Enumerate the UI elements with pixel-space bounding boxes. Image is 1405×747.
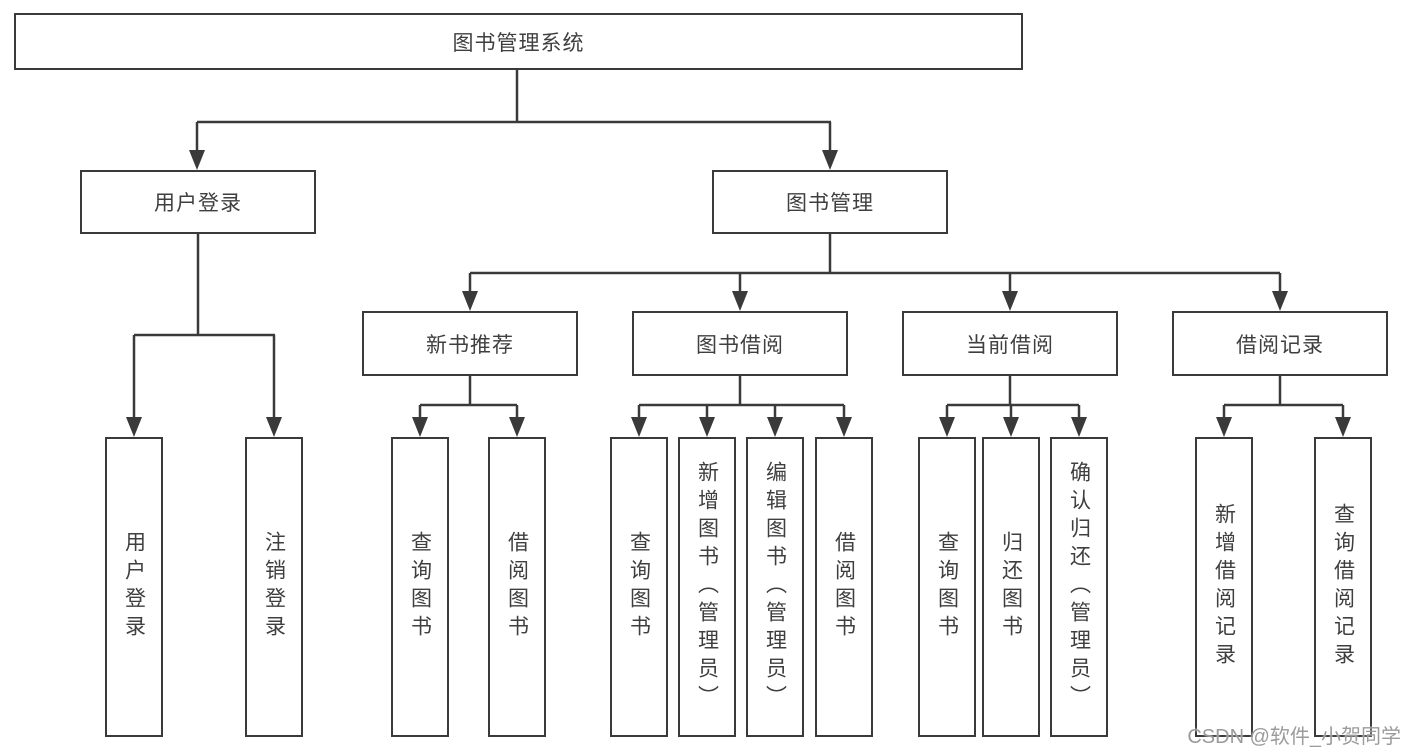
leaf-confirm-return-admin: 确认归还（管理员） [1050,437,1108,737]
node-book-mgmt: 图书管理 [712,170,948,234]
leaf-borrow-books-2: 借阅图书 [815,437,873,737]
node-root-label: 图书管理系统 [452,31,585,55]
connector-book-mgmt-to-level3 [462,234,1288,311]
node-new-book-rec: 新书推荐 [362,311,578,376]
leaf-add-books-admin: 新增图书（管理员） [678,437,736,737]
arrow-down-icon [732,291,748,311]
arrow-down-icon [822,150,838,170]
arrow-down-icon [1003,417,1019,437]
arrow-down-icon [631,417,647,437]
leaf-borrow-books-1: 借阅图书 [488,437,546,737]
connector-current-borrow-branch [939,376,1087,437]
arrow-down-icon [462,291,478,311]
leaf-add-borrow-record-label: 新增借阅记录 [1212,503,1236,671]
leaf-return-books: 归还图书 [982,437,1040,737]
node-new-book-rec-label: 新书推荐 [426,333,514,357]
leaf-logout-label: 注销登录 [262,531,286,643]
connector-user-login-branch [126,234,282,437]
arrow-down-icon [266,417,282,437]
arrow-down-icon [509,417,525,437]
leaf-add-books-admin-label: 新增图书（管理员） [695,461,719,713]
leaf-query-books-3-label: 查询图书 [935,531,959,643]
node-user-login: 用户登录 [80,170,316,234]
node-book-borrow-label: 图书借阅 [696,333,784,357]
leaf-edit-books-admin: 编辑图书（管理员） [746,437,804,737]
arrow-down-icon [189,150,205,170]
node-user-login-label: 用户登录 [154,192,242,215]
leaf-confirm-return-admin-label: 确认归还（管理员） [1067,461,1091,713]
leaf-add-borrow-record: 新增借阅记录 [1195,437,1253,737]
leaf-query-books-1-label: 查询图书 [408,531,432,643]
arrow-down-icon [1216,417,1232,437]
connector-new-book-rec-branch [412,376,525,437]
arrow-down-icon [836,417,852,437]
arrow-down-icon [1335,417,1351,437]
arrow-down-icon [699,417,715,437]
arrow-down-icon [1002,291,1018,311]
leaf-return-books-label: 归还图书 [999,531,1023,643]
leaf-logout: 注销登录 [245,437,303,737]
arrow-down-icon [1272,291,1288,311]
arrow-down-icon [412,417,428,437]
leaf-query-borrow-record-label: 查询借阅记录 [1331,503,1355,671]
leaf-query-books-1: 查询图书 [391,437,449,737]
leaf-query-books-3: 查询图书 [918,437,976,737]
node-borrow-record: 借阅记录 [1172,311,1388,376]
leaf-user-login-label: 用户登录 [122,531,146,643]
node-book-mgmt-label: 图书管理 [786,192,874,215]
leaf-borrow-books-2-label: 借阅图书 [832,531,856,643]
node-root: 图书管理系统 [14,13,1023,70]
node-book-borrow: 图书借阅 [632,311,848,376]
leaf-query-books-2-label: 查询图书 [627,531,651,643]
node-current-borrow-label: 当前借阅 [966,333,1054,357]
leaf-edit-books-admin-label: 编辑图书（管理员） [763,461,787,713]
leaf-user-login: 用户登录 [105,437,163,737]
arrow-down-icon [939,417,955,437]
connector-book-borrow-branch [631,376,852,437]
arrow-down-icon [126,417,142,437]
node-borrow-record-label: 借阅记录 [1236,333,1324,357]
connector-borrow-record-branch [1216,376,1351,437]
leaf-query-books-2: 查询图书 [610,437,668,737]
arrow-down-icon [1071,417,1087,437]
leaf-query-borrow-record: 查询借阅记录 [1314,437,1372,737]
node-current-borrow: 当前借阅 [902,311,1118,376]
arrow-down-icon [767,417,783,437]
leaf-borrow-books-1-label: 借阅图书 [505,531,529,643]
watermark: CSDN @软件_小贺同学 [1187,726,1401,747]
connector-root-to-level2 [189,70,838,170]
